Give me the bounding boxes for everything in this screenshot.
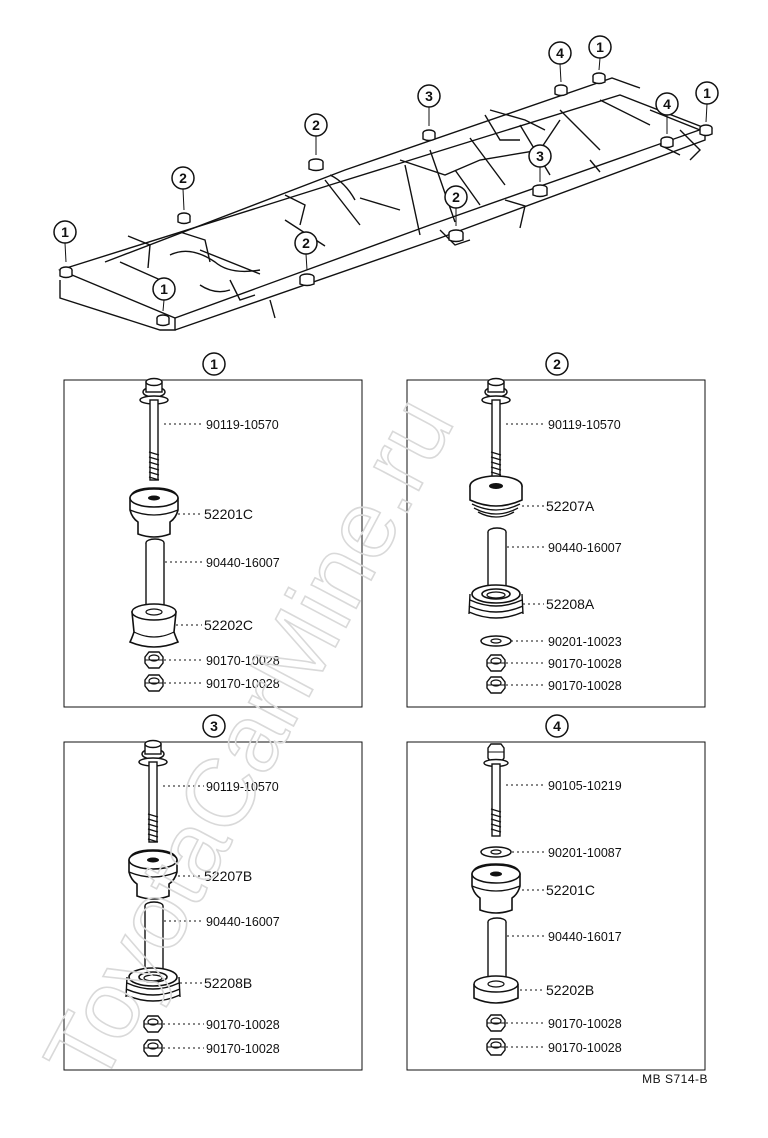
- svg-text:1: 1: [61, 224, 69, 240]
- part-label: 52201C: [546, 882, 595, 898]
- frame-callout-2c: 2: [444, 185, 468, 209]
- svg-text:2: 2: [179, 170, 187, 186]
- part-label: 90119-10570: [548, 418, 621, 432]
- part-label: 52207A: [546, 498, 595, 514]
- panel-4-header: 4: [545, 714, 569, 738]
- frame-leaders: [64, 57, 708, 312]
- part-label: 90170-10028: [548, 679, 622, 693]
- panel-4: 4 90105-10219 90201-10087 52: [406, 714, 706, 1071]
- svg-text:1: 1: [703, 85, 711, 101]
- svg-text:3: 3: [425, 88, 433, 104]
- svg-text:2: 2: [312, 117, 320, 133]
- frame-callout-1b: 1: [588, 35, 612, 59]
- frame-callout-2a: 2: [171, 166, 195, 190]
- svg-text:1: 1: [596, 39, 604, 55]
- part-label: 52202C: [204, 617, 253, 633]
- svg-text:1: 1: [160, 281, 168, 297]
- panel-2-header: 2: [545, 352, 569, 376]
- panel-3: 3 90119-10570 52207B 90440-16007 52208B …: [63, 714, 363, 1071]
- part-label: 90170-10028: [548, 657, 622, 671]
- svg-text:4: 4: [663, 96, 671, 112]
- frame-callout-3a: 3: [417, 84, 441, 108]
- part-label: 90201-10023: [548, 635, 622, 649]
- svg-text:3: 3: [210, 718, 218, 734]
- svg-text:3: 3: [536, 148, 544, 164]
- svg-text:2: 2: [553, 356, 561, 372]
- svg-text:4: 4: [553, 718, 561, 734]
- part-label: 90440-16007: [206, 915, 280, 929]
- part-label: 90170-10028: [548, 1017, 622, 1031]
- part-label: 90170-10028: [206, 654, 280, 668]
- frame-callout-1a: 1: [53, 220, 77, 244]
- frame-callout-2b: 2: [304, 113, 328, 137]
- diagram-code: MB S714-B: [642, 1072, 708, 1086]
- part-label: 52208B: [204, 975, 252, 991]
- panel-3-header: 3: [202, 714, 226, 738]
- part-label: 90170-10028: [548, 1041, 622, 1055]
- part-label: 90440-16007: [206, 556, 280, 570]
- part-label: 90119-10570: [206, 418, 279, 432]
- part-label: 52208A: [546, 596, 595, 612]
- part-label: 90440-16017: [548, 930, 622, 944]
- frame-callout-1c: 1: [695, 81, 719, 105]
- part-label: 90170-10028: [206, 1042, 280, 1056]
- panel-2: 2 90119-10570 52207A 90440-16007 52208A …: [406, 352, 706, 708]
- panel-1: 1 90119-10570 52201C 90440-16007 52202C …: [63, 352, 363, 708]
- svg-text:1: 1: [210, 356, 218, 372]
- part-label: 90170-10028: [206, 677, 280, 691]
- frame-callout-4a: 4: [548, 41, 572, 65]
- frame-callouts: 1 2 2 3 4 1 4 1 3 2 2 1: [53, 35, 719, 301]
- part-label: 52202B: [546, 982, 594, 998]
- part-label: 90119-10570: [206, 780, 279, 794]
- frame-callout-4b: 4: [655, 92, 679, 116]
- part-label: 90201-10087: [548, 846, 622, 860]
- svg-text:4: 4: [556, 45, 564, 61]
- svg-text:2: 2: [302, 235, 310, 251]
- frame-callout-2d: 2: [294, 231, 318, 255]
- panel-1-header: 1: [202, 352, 226, 376]
- frame-mounts: [59, 72, 713, 327]
- part-label: 52201C: [204, 506, 253, 522]
- part-label: 90170-10028: [206, 1018, 280, 1032]
- part-label: 52207B: [204, 868, 252, 884]
- svg-text:2: 2: [452, 189, 460, 205]
- frame-callout-3b: 3: [528, 144, 552, 168]
- part-label: 90105-10219: [548, 779, 622, 793]
- part-label: 90440-16007: [548, 541, 622, 555]
- frame-callout-1d: 1: [152, 277, 176, 301]
